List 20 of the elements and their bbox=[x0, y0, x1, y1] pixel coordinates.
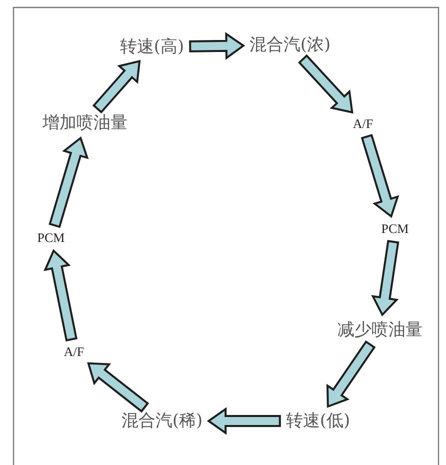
block-arrow bbox=[92, 60, 141, 114]
node-label: 转速(低) bbox=[284, 410, 352, 432]
block-arrow bbox=[189, 32, 246, 60]
block-arrow bbox=[371, 240, 400, 317]
node-label: PCM bbox=[35, 229, 67, 247]
node-label: A/F bbox=[62, 343, 86, 361]
block-arrow bbox=[48, 136, 89, 228]
node-label: 减少喷油量 bbox=[336, 318, 424, 342]
node-label: 转速(高) bbox=[118, 36, 186, 58]
block-arrow bbox=[298, 54, 354, 114]
block-arrow bbox=[360, 134, 400, 218]
block-arrow bbox=[326, 340, 376, 408]
node-label: A/F bbox=[350, 115, 376, 133]
node-label: 混合汽(稀) bbox=[119, 410, 205, 432]
node-label: 增加喷油量 bbox=[40, 112, 130, 134]
node-label: PCM bbox=[379, 220, 411, 238]
block-arrow bbox=[206, 407, 281, 435]
node-label: 混合汽(浓) bbox=[247, 34, 333, 56]
block-arrow bbox=[44, 249, 78, 342]
block-arrow bbox=[87, 362, 150, 413]
